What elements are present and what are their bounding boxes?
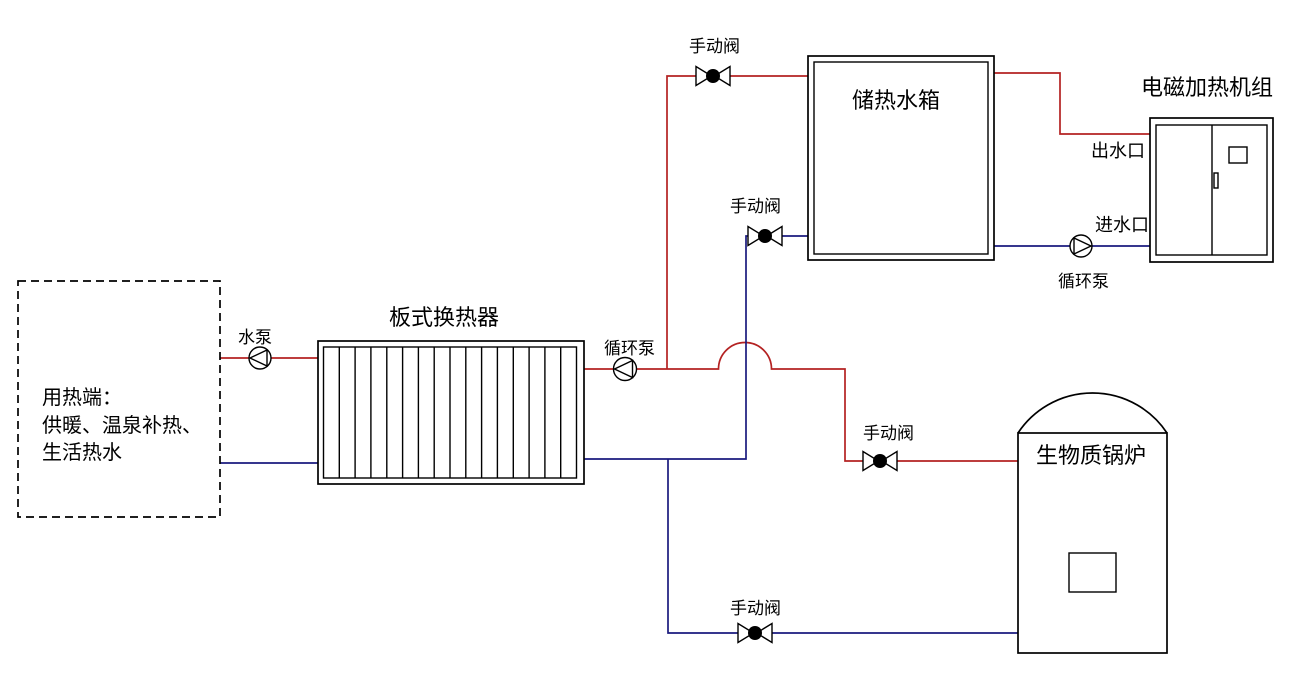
storage-tank-label: 储热水箱 [852, 88, 940, 113]
circulation-pump-right-label: 循环泵 [1058, 272, 1109, 291]
manual-valve-tank-label: 手动阀 [730, 197, 781, 216]
em-unit-door-handle [1213, 172, 1219, 189]
valve-right-triangle [880, 450, 898, 472]
user-end-line1: 用热端： [42, 386, 122, 409]
heat-exchanger-label: 板式换热器 [389, 305, 499, 330]
valve-right-triangle [765, 225, 783, 247]
hot-pipe-tank-to-unit [994, 72, 1150, 135]
biomass-boiler: 生物质锅炉 [1017, 392, 1168, 654]
boiler-dome [1017, 392, 1168, 434]
valve-ball [748, 626, 762, 640]
hot-pipe-hx-to-boiler [584, 341, 1018, 462]
valve-left-triangle [737, 622, 755, 644]
storage-tank-outer [807, 55, 995, 261]
pump-impeller-icon [1073, 236, 1093, 256]
valve-ball [706, 69, 720, 83]
boiler-door [1068, 552, 1117, 593]
manual-valve-top-label: 手动阀 [689, 37, 740, 56]
valve-right-triangle [755, 622, 773, 644]
hot-pipe-riser-to-tank [666, 75, 808, 369]
em-unit-display-square [1228, 146, 1248, 164]
water-pump-label: 水泵 [238, 328, 272, 347]
manual-valve-boiler-label: 手动阀 [863, 424, 914, 443]
manual-valve-bottom-label: 手动阀 [730, 599, 781, 618]
storage-tank-inner [813, 61, 989, 255]
valve-left-triangle [747, 225, 765, 247]
valve-ball [873, 454, 887, 468]
return-pipe-branch-to-boiler [667, 459, 1018, 634]
water-outlet-label: 出水口 [1091, 141, 1145, 161]
valve-right-triangle [713, 65, 731, 87]
valve-left-triangle [695, 65, 713, 87]
biomass-boiler-label: 生物质锅炉 [1036, 443, 1146, 468]
storage-tank: 储热水箱 [807, 55, 995, 261]
circulation-pump-right-symbol [1069, 234, 1093, 258]
em-heating-unit: 电磁加热机组 出水口 进水口 [1091, 75, 1274, 263]
manual-valve-tank-symbol [747, 225, 783, 247]
manual-valve-boiler-symbol [862, 450, 898, 472]
water-pump-symbol [248, 346, 272, 370]
valve-ball [758, 229, 772, 243]
circulation-pump-left-label: 循环泵 [604, 339, 655, 358]
user-end-line3: 生活热水 [42, 441, 122, 464]
pump-impeller-icon [248, 348, 268, 368]
user-end-box: 用热端： 供暖、温泉补热、 生活热水 [17, 280, 221, 518]
user-end-border [17, 280, 221, 518]
em-heating-unit-label: 电磁加热机组 [1141, 75, 1273, 100]
pump-impeller-icon [612, 359, 634, 379]
plate-heat-exchanger: 板式换热器 [317, 305, 585, 485]
manual-valve-bottom-symbol [737, 622, 773, 644]
heat-exchanger-plates [338, 347, 562, 478]
valve-left-triangle [862, 450, 880, 472]
hot-supply-pipes [220, 72, 1150, 462]
manual-valve-top-symbol [695, 65, 731, 87]
heat-exchanger-outer [317, 340, 585, 485]
water-inlet-label: 进水口 [1095, 215, 1149, 235]
circulation-pump-left-symbol [612, 356, 638, 382]
user-end-line2: 供暖、温泉补热、 [42, 414, 202, 437]
boiler-body [1017, 432, 1168, 654]
